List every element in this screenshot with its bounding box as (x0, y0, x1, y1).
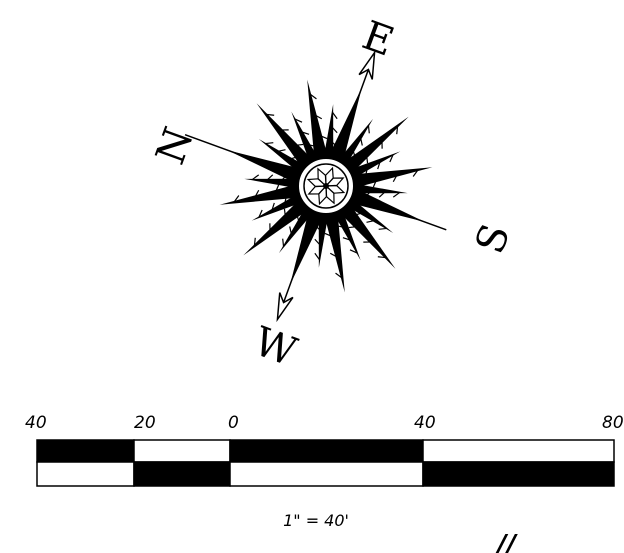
compass-spike-barb (389, 154, 394, 163)
scale-segment-bottom-2 (133, 461, 231, 487)
compass-spike-barb (330, 125, 338, 134)
compass-spike-barb (348, 225, 360, 229)
compass-spike-barb (258, 209, 263, 218)
compass-spike (258, 138, 308, 176)
compass-spike-barb (349, 249, 358, 254)
compass-spike-barb (314, 252, 321, 261)
compass-spike-barb (378, 227, 387, 230)
compass-spike (243, 197, 311, 256)
north-label: N (148, 122, 203, 171)
compass-spike (336, 118, 374, 168)
compass-spike-barb (265, 174, 274, 182)
scale-tick-label-80: 80 (602, 413, 624, 433)
compass-spike-barb (335, 272, 343, 279)
compass-main-spike (347, 187, 425, 222)
scale-segment-top-1 (36, 439, 135, 463)
compass-spike-barb (365, 152, 369, 164)
compass-center-ring-inner (303, 163, 349, 209)
compass-spike (323, 210, 345, 293)
compass-center-dot (323, 183, 329, 189)
corner-mark: // (494, 530, 518, 553)
compass-spike-barb (292, 143, 304, 147)
scale-bar: 40 20 0 40 80 1" = 40' (25, 413, 624, 530)
compass-spike-barb (300, 131, 310, 135)
compass-spike (341, 116, 409, 175)
compass-spike-barb (366, 219, 376, 223)
compass-spike-barb (289, 226, 293, 236)
compass-spike (291, 111, 320, 165)
compass-spike (350, 167, 433, 189)
scale-segment-bottom-4 (422, 461, 615, 487)
compass-spikes (219, 79, 433, 293)
scale-ratio-text: 1" = 40' (283, 511, 349, 530)
compass-spike-barb (313, 113, 323, 120)
compass-spike-barb (359, 136, 363, 146)
compass-spike (318, 211, 329, 268)
compass-spike-barb (396, 125, 399, 135)
compass-spike-barb (294, 118, 303, 123)
compass-spike-barb (283, 208, 287, 220)
compass-arrowhead (358, 49, 376, 80)
compass-spike (256, 103, 315, 171)
compass-spike (351, 183, 408, 194)
compass-spike-barb (276, 149, 286, 153)
compass-spike-barb (392, 191, 401, 198)
compass-spike-barb (331, 111, 338, 120)
compass-spike (344, 196, 394, 234)
compass-spike (307, 79, 329, 162)
compass-center-flower (306, 166, 346, 206)
compass-spike-barb (314, 238, 322, 247)
scale-segment-top-3 (229, 439, 424, 463)
west-label: W (248, 319, 302, 376)
scale-tick-label-40-right: 40 (414, 413, 436, 433)
compass-main-spike (327, 87, 362, 165)
compass-main-spike (290, 207, 325, 285)
compass-spike-barb (329, 252, 339, 259)
compass-spike-barb (265, 113, 275, 116)
compass-rose (184, 49, 447, 323)
compass-spike-barb (282, 238, 285, 247)
scale-segment-bottom-3 (229, 461, 424, 487)
compass-spike (323, 104, 334, 161)
compass-spike-barb (271, 202, 275, 212)
compass-spike-barb (324, 232, 336, 239)
compass-arrowhead (276, 292, 294, 323)
scale-tick-label-20: 20 (134, 413, 156, 433)
compass-spike (278, 204, 316, 254)
compass-main-spike (227, 150, 305, 185)
compass-center-petal (317, 167, 327, 188)
compass-spike-barb (377, 160, 381, 170)
south-label: S (467, 218, 520, 259)
scale-segment-top-2 (133, 439, 231, 463)
compass-spike-barb (372, 176, 379, 188)
compass-spike-barb (233, 195, 240, 203)
compass-spike (251, 192, 305, 221)
compass-spike-barb (342, 237, 352, 241)
compass-spike-barb (273, 184, 280, 196)
compass-spike-barb (309, 93, 317, 100)
scale-tick-label-40-left: 40 (25, 413, 47, 433)
compass-spike-barb (377, 256, 387, 259)
compass-spike-barb (251, 174, 260, 181)
scale-segment-top-4 (422, 439, 615, 463)
compass-spike-barb (392, 173, 399, 183)
scale-segment-bottom-1 (36, 461, 135, 487)
compass-axis-needles (184, 49, 447, 323)
compass-spike-barb (412, 169, 419, 177)
compass-spike (347, 151, 401, 180)
compass-spike (244, 178, 301, 189)
scale-tick-label-0: 0 (228, 413, 239, 433)
compass-spike-barb (253, 189, 260, 199)
compass-spike-barb (367, 125, 370, 134)
east-label: E (356, 13, 399, 66)
compass-spike-barb (253, 237, 256, 247)
compass-spike (337, 201, 396, 269)
compass-spike (219, 183, 302, 205)
compass-spike (332, 207, 361, 261)
compass-spike-barb (265, 142, 274, 145)
compass-spike-barb (316, 133, 328, 140)
compass-spike-barb (378, 190, 387, 198)
